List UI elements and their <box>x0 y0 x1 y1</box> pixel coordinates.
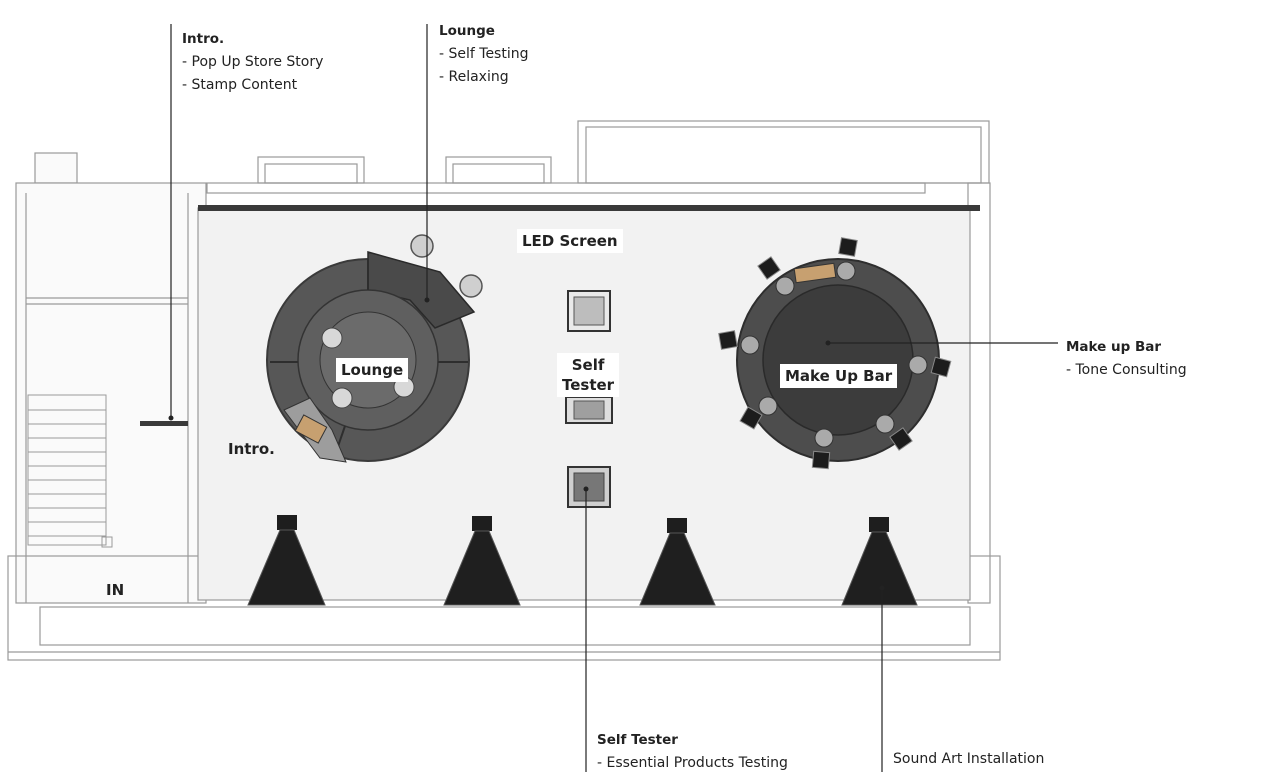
sound-cone-3 <box>639 532 716 606</box>
dot-makeup-bar <box>825 340 831 346</box>
staircase <box>27 394 113 548</box>
dot-intro <box>168 415 174 421</box>
sound-cone-1 <box>247 529 326 606</box>
makeup-stool-3 <box>718 330 738 350</box>
roof-box-3-inner <box>452 163 545 184</box>
stair-post <box>101 536 113 548</box>
callout-lounge-title: Lounge <box>439 23 495 39</box>
sound-art-installations <box>247 515 918 606</box>
makeup-seat-3 <box>740 335 760 355</box>
east-pillar <box>967 182 991 604</box>
makeup-stool-7 <box>889 427 913 451</box>
makeup-stool-1 <box>757 256 781 280</box>
west-wing <box>15 182 207 604</box>
makeup-seat-4 <box>908 355 928 375</box>
intro-wall-panel <box>140 421 188 426</box>
makeup-display-1 <box>793 262 837 284</box>
makeup-seat-2 <box>836 261 856 281</box>
speaker-1 <box>277 515 297 530</box>
callout-intro-item-2: - Stamp Content <box>182 77 298 93</box>
dot-sound-art <box>879 585 885 591</box>
callout-makeup-bar: Make up Bar - Tone Consulting <box>1066 336 1187 382</box>
roof-annex <box>577 120 990 184</box>
sound-cone-4 <box>841 531 918 606</box>
zone-label-entrance: IN <box>106 581 125 599</box>
makeup-stool-4 <box>930 356 952 378</box>
callout-intro-title: Intro. <box>182 31 225 47</box>
makeup-bar-inner <box>762 284 914 436</box>
roof-annex-inner <box>585 126 982 184</box>
self-tester-line-1: Self <box>571 356 605 374</box>
callout-intro: Intro. - Pop Up Store Story - Stamp Cont… <box>182 28 323 97</box>
leader-dots <box>168 297 885 591</box>
callout-makeup-bar-item-1: - Tone Consulting <box>1066 362 1187 378</box>
north-ledge <box>206 182 926 194</box>
dot-self-tester <box>583 486 589 492</box>
zone-label-self-tester: Self Tester <box>557 353 620 397</box>
callout-sound-art: Sound Art Installation <box>893 748 1044 771</box>
makeup-stool-5 <box>739 406 763 430</box>
tester-unit-top-inner <box>573 296 605 326</box>
makeup-stool-6 <box>811 450 831 470</box>
dot-lounge <box>424 297 430 303</box>
speaker-3 <box>667 518 687 533</box>
callout-lounge-item-1: - Self Testing <box>439 46 529 62</box>
roof-box-2 <box>257 156 365 184</box>
tester-unit-bottom-inner <box>573 472 605 502</box>
callout-lounge: Lounge - Self Testing - Relaxing <box>439 20 529 89</box>
plant-2 <box>459 274 483 298</box>
callout-lounge-item-2: - Relaxing <box>439 69 509 85</box>
makeup-seat-5 <box>758 396 778 416</box>
roof-box-2-inner <box>264 163 358 184</box>
callout-sound-art-title: Sound Art Installation <box>893 751 1045 767</box>
makeup-seat-6 <box>814 428 834 448</box>
roof-box-1 <box>34 152 78 184</box>
plant-1 <box>410 234 434 258</box>
lounge-display-table <box>294 414 328 444</box>
zone-label-makeup-bar: Make Up Bar <box>780 364 898 388</box>
self-tester-units <box>565 290 613 508</box>
led-screen-bar <box>198 205 980 211</box>
callout-self-tester-title: Self Tester <box>597 732 678 748</box>
tester-unit-mid-inner <box>573 400 605 420</box>
lounge-stool-1 <box>321 327 343 349</box>
leader-lines <box>170 24 1058 772</box>
stair-frame <box>27 394 107 546</box>
makeup-seat-1 <box>775 276 795 296</box>
makeup-bar <box>718 237 952 470</box>
speaker-2 <box>472 516 492 531</box>
makeup-stool-2 <box>838 237 858 257</box>
self-tester-line-2: Tester <box>562 376 615 394</box>
callout-intro-item-1: - Pop Up Store Story <box>182 54 324 70</box>
zone-label-lounge: Lounge <box>336 358 409 382</box>
makeup-seat-7 <box>875 414 895 434</box>
callout-self-tester: Self Tester - Essential Products Testing <box>597 729 788 775</box>
callout-makeup-bar-title: Make up Bar <box>1066 339 1162 355</box>
south-corridor-inner <box>39 606 971 646</box>
callout-self-tester-item-1: - Essential Products Testing <box>597 755 788 771</box>
zone-label-led-screen: LED Screen <box>517 229 623 253</box>
speaker-4 <box>869 517 889 532</box>
sound-cone-2 <box>443 530 521 606</box>
lounge-stool-2 <box>331 387 353 409</box>
roof-box-3 <box>445 156 552 184</box>
zone-label-intro: Intro. <box>228 440 275 458</box>
